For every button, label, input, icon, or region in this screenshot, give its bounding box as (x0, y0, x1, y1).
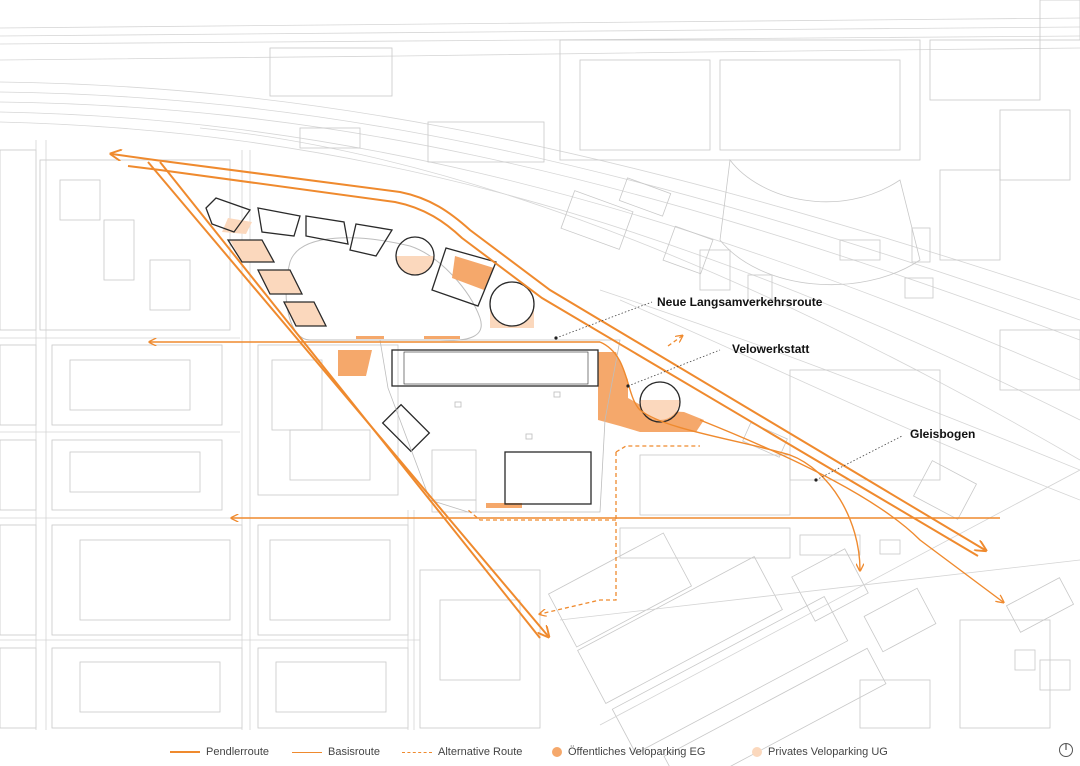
alternative-route-lines (467, 336, 700, 614)
legend-label: Alternative Route (438, 746, 523, 758)
basisroute-swatch (292, 751, 322, 753)
legend-item-oeffentliches-veloparking: Öffentliches Veloparking EG (552, 745, 705, 759)
site-small-mark (525, 433, 533, 440)
legend-label: Basisroute (328, 746, 380, 758)
site-small-mark (454, 401, 462, 408)
label-velowerkstatt: Velowerkstatt (732, 342, 809, 356)
leader-dots (554, 336, 818, 482)
legend-item-basisroute: Basisroute (292, 745, 380, 759)
legend-label: Pendlerroute (206, 746, 269, 758)
legend-item-alternative-route: Alternative Route (402, 745, 522, 759)
legend-item-pendlerroute: Pendlerroute (170, 745, 269, 759)
leader-lines (555, 301, 903, 481)
alternative-route-swatch (402, 751, 432, 753)
public-bike-parking (338, 256, 704, 508)
private-parking-swatch (752, 747, 762, 757)
map-legend: Pendlerroute Basisroute Alternative Rout… (0, 736, 1080, 766)
legend-label: Privates Veloparking UG (768, 746, 888, 758)
label-neue-langsamverkehrsroute: Neue Langsamverkehrsroute (657, 295, 823, 309)
pendlerroute-swatch (170, 751, 200, 753)
compass-icon (1059, 743, 1073, 757)
legend-label: Öffentliches Veloparking EG (568, 746, 706, 758)
public-parking-swatch (552, 747, 562, 757)
label-gleisbogen: Gleisbogen (910, 427, 975, 441)
site-buildings (205, 197, 681, 505)
basisroute-lines (150, 342, 1003, 602)
pendlerroute-lines (112, 154, 985, 638)
legend-item-privates-veloparking: Privates Veloparking UG (752, 745, 888, 759)
site-small-mark (553, 391, 561, 398)
site-boundary (379, 339, 621, 513)
